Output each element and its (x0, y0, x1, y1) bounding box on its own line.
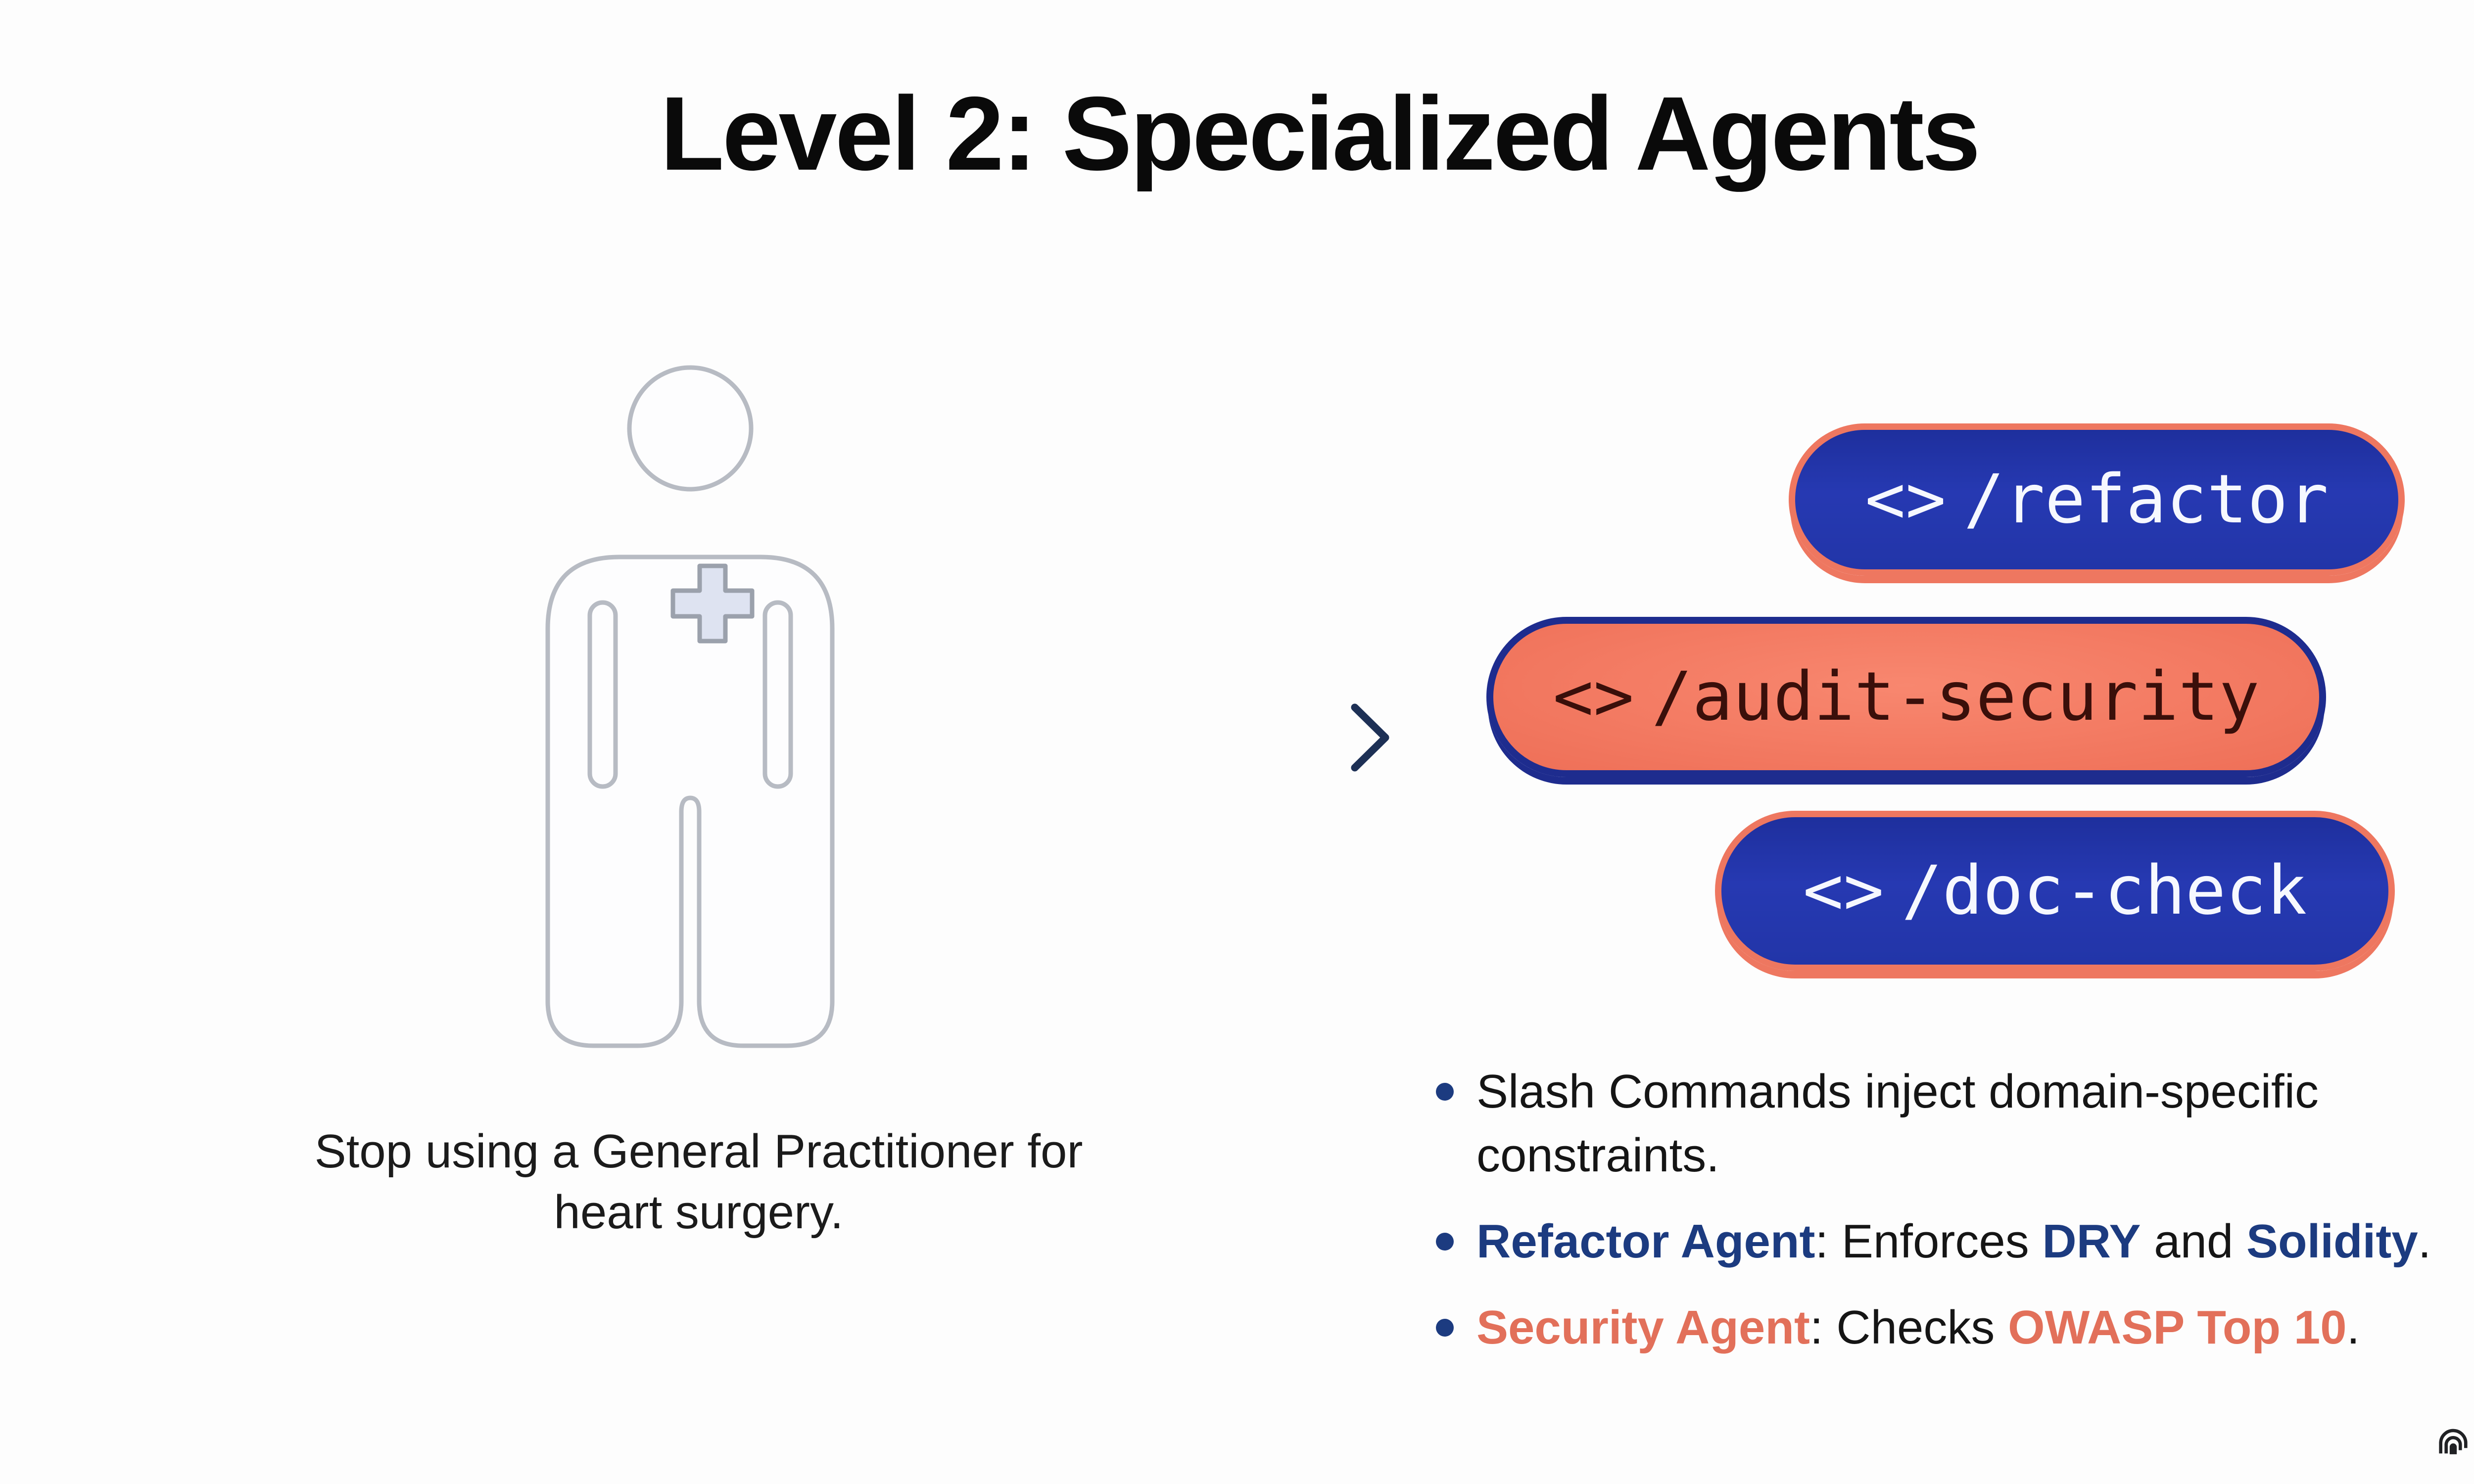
list-item: Slash Commands inject domain-specific co… (1436, 1060, 2474, 1187)
solidity-label: Solidity (2246, 1215, 2418, 1268)
arrow-head (1351, 703, 1389, 772)
slash-command-audit-security[interactable]: <> /audit-security (1486, 617, 2326, 777)
slash-command-doc-check[interactable]: <> /doc-check (1715, 811, 2395, 971)
list-item: Security Agent: Checks OWASP Top 10. (1436, 1296, 2474, 1359)
bullet-text: Security Agent: Checks OWASP Top 10. (1476, 1296, 2360, 1359)
flow-arrow (938, 692, 1413, 786)
dry-label: DRY (2042, 1215, 2141, 1268)
notebooklm-logo-icon (2439, 1429, 2468, 1454)
bullet-segment: . (2418, 1215, 2431, 1268)
owasp-label: OWASP Top 10 (2008, 1301, 2347, 1354)
bullet-segment: and (2141, 1215, 2247, 1268)
code-brackets-icon: <> (1803, 852, 1884, 930)
bullet-segment: : Checks (1809, 1301, 2008, 1354)
right-arrow-icon (941, 703, 1389, 772)
bullet-dot-icon (1436, 1233, 1454, 1251)
slash-command-label: /refactor (1963, 461, 2329, 539)
slash-command-label: /doc-check (1902, 852, 2307, 930)
bullet-text: Refactor Agent: Enforces DRY and Solidit… (1476, 1209, 2431, 1273)
bullet-dot-icon (1436, 1083, 1454, 1101)
bullet-segment: Slash Commands inject domain-specific co… (1476, 1065, 2319, 1182)
page-title: Level 2: Specialized Agents (660, 75, 1981, 192)
code-brackets-icon: <> (1865, 461, 1946, 539)
person-right-arm (762, 600, 793, 789)
code-brackets-icon: <> (1553, 658, 1634, 736)
person-head (627, 365, 754, 492)
bullet-text: Slash Commands inject domain-specific co… (1476, 1060, 2474, 1187)
bullet-segment: . (2346, 1301, 2360, 1354)
security-agent-label: Security Agent (1476, 1301, 1810, 1354)
medical-cross-icon (670, 563, 755, 644)
figure-caption: Stop using a General Practitioner for he… (314, 1125, 1083, 1239)
bullet-dot-icon (1436, 1319, 1454, 1337)
bullet-list: Slash Commands inject domain-specific co… (1436, 1060, 2474, 1382)
person-body (545, 555, 835, 1048)
slash-command-refactor[interactable]: <> /refactor (1789, 423, 2405, 576)
slash-command-label: /audit-security (1652, 658, 2260, 736)
list-item: Refactor Agent: Enforces DRY and Solidit… (1436, 1209, 2474, 1273)
refactor-agent-label: Refactor Agent (1476, 1215, 1815, 1268)
general-practitioner-figure (535, 364, 862, 1067)
person-outline-icon (545, 365, 835, 1048)
bullet-segment: : Enforces (1815, 1215, 2043, 1268)
notebooklm-watermark: NotebookLM (2437, 1425, 2474, 1458)
person-left-arm (587, 600, 618, 789)
